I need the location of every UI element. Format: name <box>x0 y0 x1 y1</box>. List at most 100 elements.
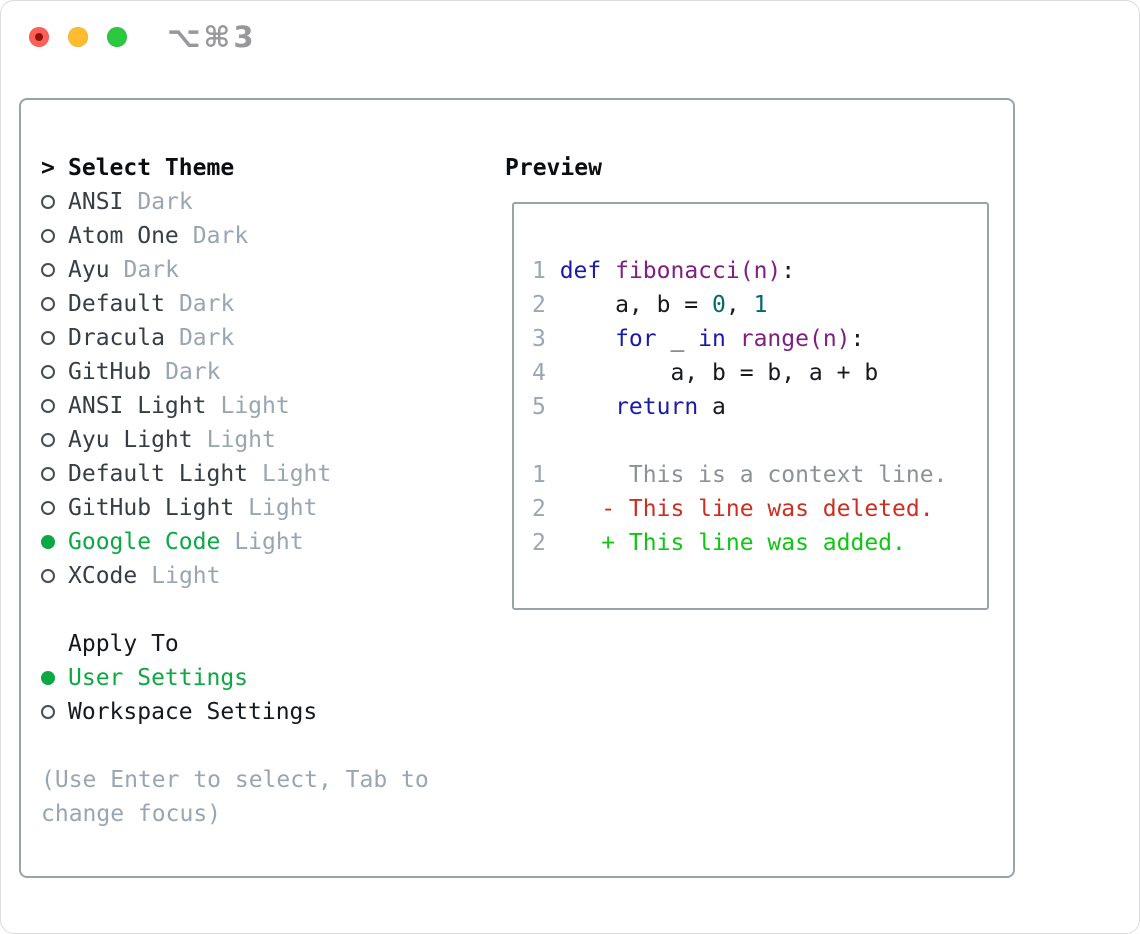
help-text-line-1: (Use Enter to select, Tab to <box>41 767 429 793</box>
focus-caret-slot: > <box>41 151 68 185</box>
select-theme-header: > Select Theme <box>41 151 429 185</box>
radio-slot <box>41 705 68 719</box>
theme-name: GitHub Light <box>68 495 235 521</box>
radio-icon <box>41 297 55 311</box>
line-number: 2 <box>532 292 546 318</box>
code-token <box>726 322 740 356</box>
code-token: , <box>725 292 754 318</box>
theme-option[interactable]: GitHub Dark <box>41 355 429 389</box>
line-number: 1 <box>532 258 546 284</box>
radio-icon <box>41 229 55 243</box>
apply-option[interactable]: User Settings <box>41 661 429 695</box>
code-line: 1 This is a context line. <box>532 458 987 492</box>
help-text-line-2: change focus) <box>41 801 222 827</box>
code-token: + This line was added. <box>559 530 906 556</box>
code-token <box>601 254 615 288</box>
code-token: def <box>559 258 602 284</box>
code-token: This is a context line. <box>559 462 948 488</box>
theme-option[interactable]: Google Code Light <box>41 525 429 559</box>
code-line: 4 a, b = b, a + b <box>532 356 987 390</box>
code-token <box>560 390 615 424</box>
code-token: fibonacci(n) <box>615 258 782 284</box>
code-token: _ <box>656 326 699 352</box>
theme-variant-tag: Dark <box>178 325 235 351</box>
radio-icon <box>41 705 55 719</box>
theme-name: ANSI <box>68 189 124 215</box>
minimize-button[interactable] <box>68 27 88 47</box>
theme-variant-tag: Dark <box>165 359 221 385</box>
theme-option[interactable]: Default Dark <box>41 287 429 321</box>
line-number: 2 <box>532 530 546 556</box>
theme-variant-tag: Dark <box>137 189 193 215</box>
code-token: a, b = b, a + b <box>559 360 879 386</box>
theme-option[interactable]: Dracula Dark <box>41 321 429 355</box>
theme-variant-tag: Light <box>262 461 332 487</box>
theme-name: Dracula <box>68 325 165 351</box>
theme-variant-tag: Dark <box>123 257 179 283</box>
code-token: : <box>781 258 796 284</box>
line-number: 1 <box>532 462 546 488</box>
preview-title: Preview <box>505 155 602 181</box>
code-line: 3 for _ in range(n): <box>532 322 987 356</box>
apply-to-title: Apply To <box>68 631 179 657</box>
edited-indicator-dot <box>35 33 43 41</box>
theme-name: Atom One <box>68 223 179 249</box>
radio-slot <box>41 467 68 481</box>
code-token: a, b = <box>559 292 713 318</box>
radio-icon <box>41 263 55 277</box>
theme-option[interactable]: ANSI Dark <box>41 185 429 219</box>
theme-variant-tag: Dark <box>178 291 235 317</box>
code-line <box>532 424 987 458</box>
apply-option-label: User Settings <box>68 665 249 691</box>
code-line: 5 return a <box>532 390 987 424</box>
radio-icon <box>41 569 55 583</box>
theme-name: GitHub <box>68 359 152 385</box>
radio-icon <box>41 399 55 413</box>
radio-slot <box>41 501 68 515</box>
apply-option[interactable]: Workspace Settings <box>41 695 429 729</box>
code-token: : <box>850 326 865 352</box>
radio-icon <box>41 365 55 379</box>
theme-name: XCode <box>68 563 138 589</box>
radio-slot <box>41 229 68 243</box>
line-number: 3 <box>532 326 546 352</box>
radio-icon <box>41 501 55 515</box>
code-line: 2 + This line was added. <box>532 526 987 560</box>
radio-slot <box>41 535 68 549</box>
theme-variant-tag: Light <box>234 529 304 555</box>
radio-slot <box>41 195 68 209</box>
theme-name: Google Code <box>68 529 221 555</box>
code-token: for <box>615 326 657 352</box>
code-token <box>560 322 615 356</box>
radio-slot <box>41 331 68 345</box>
line-number: 4 <box>532 360 546 386</box>
radio-selected-icon <box>41 671 55 685</box>
code-line: 1 def fibonacci(n): <box>532 254 987 288</box>
apply-option-label: Workspace Settings <box>68 699 318 725</box>
theme-name: Default <box>68 291 165 317</box>
theme-variant-tag: Light <box>220 393 290 419</box>
line-number: 5 <box>532 394 546 420</box>
zoom-button[interactable] <box>107 27 127 47</box>
focus-caret: > <box>41 155 55 181</box>
titlebar <box>29 27 127 47</box>
close-button[interactable] <box>29 27 49 47</box>
code-line: 2 a, b = 0, 1 <box>532 288 987 322</box>
select-theme-title: Select Theme <box>68 155 235 181</box>
radio-slot <box>41 671 68 685</box>
radio-icon <box>41 331 55 345</box>
radio-icon <box>41 467 55 481</box>
code-token: a <box>698 394 726 420</box>
